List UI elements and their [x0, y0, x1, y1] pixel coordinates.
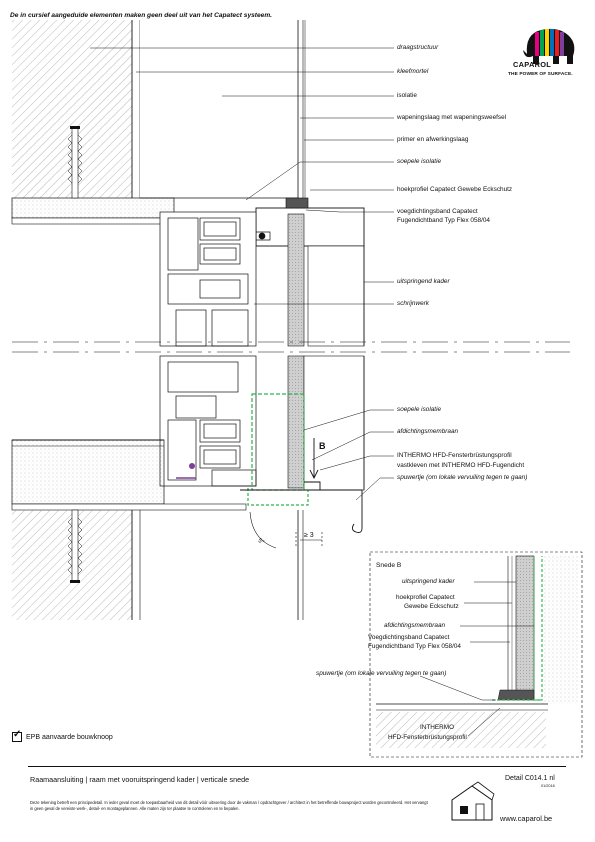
label-intherm-1: INTHERMO HFD-Fensterbrüstungsprofil	[397, 452, 512, 459]
house-icon	[451, 781, 495, 821]
footer-disclaimer: Deze tekening betreft een principedetail…	[30, 800, 428, 811]
section-b-title: Snede B	[376, 562, 402, 569]
section-b-hoekprofiel-2: Gewebe Eckschutz	[404, 603, 459, 610]
brand-slogan: THE POWER OF SURFACE.	[508, 72, 573, 77]
epb-label: EPB aanvaarde bouwknoop	[26, 733, 113, 741]
footer-url[interactable]: www.caparol.be	[500, 814, 553, 823]
screw-icon	[176, 463, 196, 479]
section-marker	[309, 438, 319, 480]
section-b-intherm-1: INTHERMO	[420, 724, 455, 731]
label-kleefmortel: kleefmortel	[397, 68, 429, 75]
anchor-bottom	[67, 509, 83, 583]
section-b-intherm-2: HFD-Fensterbrüstungsprofil	[388, 734, 467, 741]
anchor-top	[67, 126, 83, 199]
section-b-spuwertje: spuwertje (om lokale vervuiling tegen te…	[316, 670, 447, 677]
section-b-uitspringend-kader: uitspringend kader	[402, 578, 455, 585]
insulation-top	[140, 20, 306, 199]
dimension-label: ≥ 3	[304, 532, 314, 539]
label-wapening: wapeningslaag met wapeningsweefsel	[397, 114, 507, 121]
section-b-hoekprofiel-1: hoekprofiel Capatect	[396, 594, 455, 601]
caparol-logo-icon	[523, 28, 575, 64]
label-soepele-isolatie-bottom: soepele isolatie	[397, 406, 442, 413]
sill-bottom	[11, 439, 247, 511]
angle-arc	[249, 511, 323, 549]
label-voegband-1: voegdichtingsband Capatect	[397, 208, 478, 215]
footer-title: Raamaansluiting | raam met vooruitspring…	[30, 775, 250, 784]
extended-frame-top	[255, 197, 365, 347]
section-b-box	[369, 551, 583, 758]
section-marker-label: B	[319, 441, 326, 451]
extended-frame-bottom	[287, 355, 365, 491]
label-afdichtingsmembraan: afdichtingsmembraan	[397, 428, 459, 435]
window-profile-bottom	[159, 355, 257, 487]
brand-name: CAPAROL	[513, 60, 552, 69]
section-b-afdichtingsmembraan: afdichtingsmembraan	[384, 622, 446, 629]
break-lines	[12, 341, 570, 353]
section-b-voegband-1: Voegdichtingsband Capatect	[368, 634, 450, 641]
footer-date: 01/2016	[541, 784, 555, 788]
label-intherm-2: vastkleven met INTHERMO HFD-Fugendicht	[397, 462, 525, 469]
section-b-voegband-2: Fugendichtband Typ Flex 058/04	[368, 643, 461, 650]
drip-profile	[240, 481, 363, 533]
label-uitspringend-kader: uitspringend kader	[397, 278, 450, 285]
footer-divider	[28, 766, 566, 767]
logo-elephant	[523, 28, 575, 64]
leader-lines	[90, 47, 394, 501]
masonry-bottom	[12, 510, 304, 620]
footer-detail-number: Detail C014.1 nl	[505, 775, 555, 782]
label-soepele-isolatie-top: soepele isolatie	[397, 158, 442, 165]
epb-badge: ✓ EPB aanvaarde bouwknoop	[12, 729, 113, 742]
label-primer: primer en afwerkingslaag	[397, 136, 469, 143]
window-profile-top	[159, 211, 271, 347]
label-draagstructuur: draagstructuur	[397, 44, 439, 51]
label-schrijnwerk: schrijnwerk	[397, 300, 429, 307]
label-voegband-2: Fugendichtband Typ Flex 058/04	[397, 217, 490, 224]
label-spuwertje: spuwertje (om lokale vervuiling tegen te…	[397, 474, 528, 481]
check-icon: ✓	[12, 729, 22, 742]
legend-note: De in cursief aangeduide elementen maken…	[10, 12, 273, 19]
label-isolatie: isolatie	[397, 92, 417, 99]
label-hoekprofiel: hoekprofiel Capatect Gewebe Eckschutz	[397, 186, 513, 193]
